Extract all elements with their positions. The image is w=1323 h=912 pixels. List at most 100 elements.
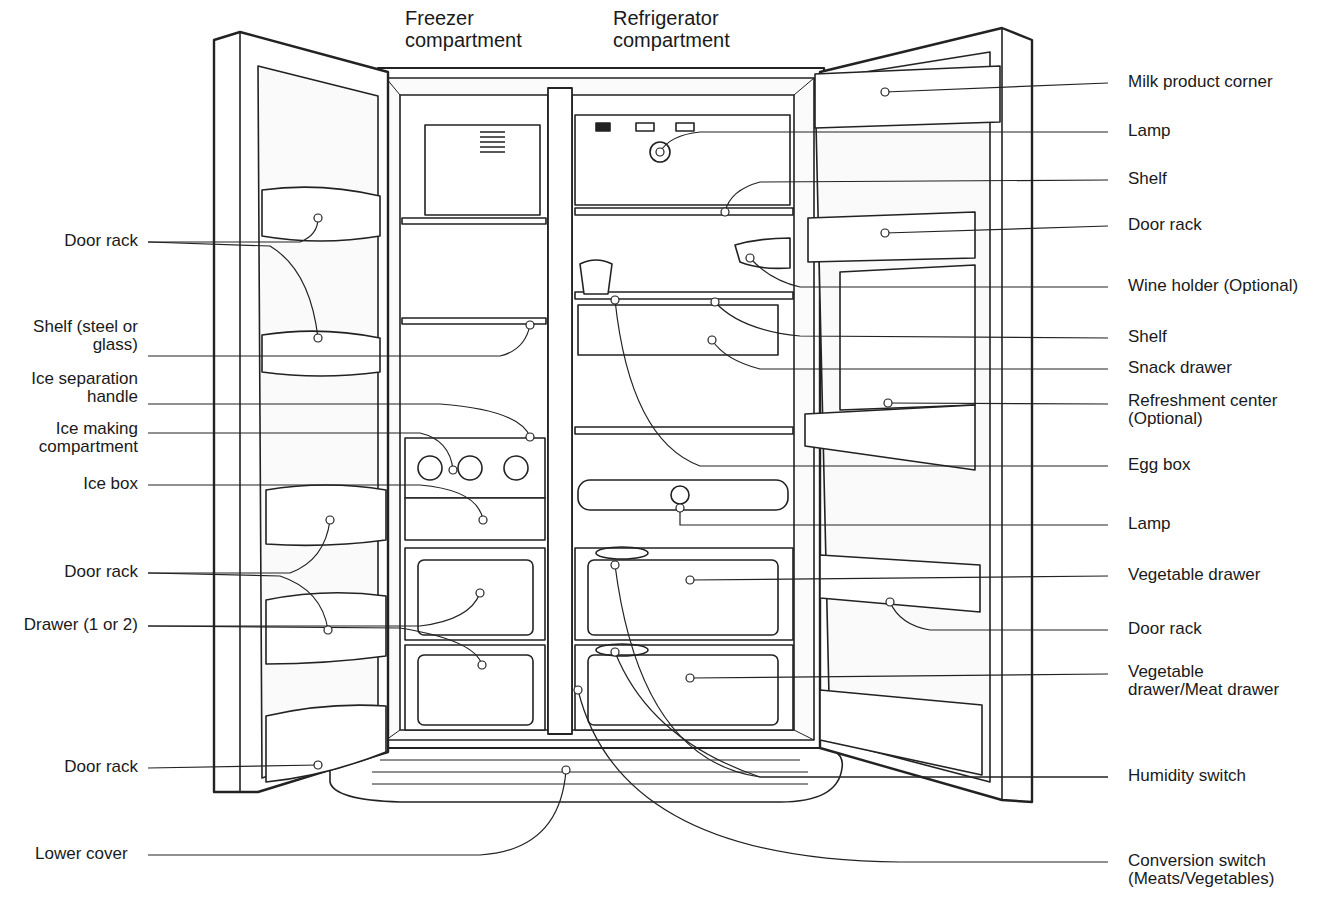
leader-dot bbox=[686, 576, 694, 584]
ice-knob bbox=[418, 456, 442, 480]
leader-line bbox=[148, 765, 318, 768]
ice-knob bbox=[458, 456, 482, 480]
leader-dot bbox=[314, 334, 322, 342]
leader-dot bbox=[656, 148, 664, 156]
leader-line bbox=[148, 325, 530, 356]
drawer-bay bbox=[575, 645, 793, 730]
part-label: Shelf bbox=[1128, 170, 1167, 188]
leader-dot bbox=[574, 686, 582, 694]
leader-line bbox=[615, 300, 1108, 466]
leader-dot bbox=[611, 296, 619, 304]
part-label: Conversion switch (Meats/Vegetables) bbox=[1128, 852, 1278, 889]
cabinet-opening bbox=[386, 78, 814, 740]
leader-dot bbox=[611, 648, 619, 656]
lamp bbox=[671, 486, 689, 504]
door-rack bbox=[820, 555, 980, 612]
leader-line bbox=[712, 340, 1108, 369]
leader-dot bbox=[476, 589, 484, 597]
control-panel bbox=[575, 115, 790, 205]
leader-line bbox=[715, 302, 1108, 338]
leader-dot bbox=[611, 561, 619, 569]
door-rack bbox=[262, 187, 380, 241]
part-label: Drawer (1 or 2) bbox=[24, 616, 138, 634]
leader-line bbox=[660, 132, 1108, 152]
leader-line bbox=[615, 652, 1108, 777]
leader-line bbox=[148, 520, 330, 573]
leader-dot bbox=[449, 466, 457, 474]
leader-line bbox=[725, 180, 1108, 212]
freezer-drawer bbox=[418, 655, 533, 725]
door-rack bbox=[266, 705, 386, 782]
drawer-bay bbox=[575, 548, 793, 640]
leader-dot bbox=[526, 321, 534, 329]
part-label: Door rack bbox=[64, 232, 138, 250]
leader-dot bbox=[746, 254, 754, 262]
grill-lines bbox=[372, 760, 808, 784]
fridge-back bbox=[572, 95, 794, 730]
refreshment-tray bbox=[805, 405, 975, 470]
leader-lines bbox=[148, 83, 1108, 862]
part-label: Vegetable drawer bbox=[1128, 566, 1260, 584]
part-label: Refreshment center (Optional) bbox=[1128, 392, 1281, 429]
leader-line bbox=[885, 226, 1108, 233]
compartment-heading: Freezer compartment bbox=[405, 8, 525, 51]
leader-line bbox=[885, 83, 1108, 92]
part-label: Door rack bbox=[64, 563, 138, 581]
part-label: Wine holder (Optional) bbox=[1128, 277, 1298, 295]
humidity-switch bbox=[596, 547, 648, 559]
fridge-shelf bbox=[575, 427, 793, 434]
humidity-switch bbox=[596, 644, 648, 656]
leader-dot bbox=[562, 766, 570, 774]
leader-dot bbox=[708, 336, 716, 344]
part-label: Door rack bbox=[64, 758, 138, 776]
part-label: Door rack bbox=[1128, 216, 1202, 234]
leader-dot bbox=[886, 598, 894, 606]
leader-dot bbox=[721, 208, 729, 216]
leader-line bbox=[148, 433, 453, 470]
door-rack bbox=[820, 690, 982, 775]
door-rack bbox=[808, 212, 975, 262]
part-label: Milk product corner bbox=[1128, 73, 1273, 91]
leader-dot bbox=[711, 298, 719, 306]
leader-dot bbox=[314, 761, 322, 769]
compartment-heading: Refrigerator compartment bbox=[613, 8, 733, 51]
leader-line bbox=[680, 508, 1108, 525]
leader-dot bbox=[686, 674, 694, 682]
door-liner bbox=[258, 66, 378, 778]
snack-drawer bbox=[578, 305, 778, 355]
leader-line bbox=[148, 573, 328, 630]
leader-line bbox=[148, 242, 318, 338]
lamp bbox=[650, 142, 670, 162]
door-rack bbox=[262, 331, 380, 376]
ice-knob bbox=[504, 456, 528, 480]
leader-line bbox=[690, 576, 1108, 580]
leader-line bbox=[148, 770, 566, 855]
perspective-lines bbox=[386, 78, 814, 740]
part-label: Humidity switch bbox=[1128, 767, 1246, 785]
leader-dot bbox=[881, 229, 889, 237]
part-label: Ice separation handle bbox=[28, 370, 138, 407]
part-label: Ice box bbox=[83, 475, 138, 493]
leader-line bbox=[578, 690, 1108, 862]
part-label: Shelf (steel or glass) bbox=[23, 318, 138, 355]
refrigerator-drawing bbox=[214, 28, 1032, 802]
part-label: Door rack bbox=[1128, 620, 1202, 638]
part-label: Egg box bbox=[1128, 456, 1190, 474]
leader-line bbox=[615, 565, 1108, 777]
leader-line bbox=[888, 403, 1108, 404]
leader-line bbox=[148, 626, 482, 665]
freezer-back bbox=[400, 95, 548, 730]
freezer-drawer-bay bbox=[405, 548, 545, 640]
part-label: Lamp bbox=[1128, 515, 1171, 533]
door-edge bbox=[239, 32, 241, 792]
milk-product-corner bbox=[815, 66, 1000, 128]
leader-line bbox=[148, 593, 480, 626]
leader-dot bbox=[324, 626, 332, 634]
door-edge bbox=[1001, 28, 1003, 800]
wine-holder bbox=[735, 238, 790, 268]
cabinet-body bbox=[378, 68, 824, 748]
leader-line bbox=[890, 602, 1108, 630]
fridge-shelf bbox=[575, 208, 793, 215]
leader-dot bbox=[326, 516, 334, 524]
